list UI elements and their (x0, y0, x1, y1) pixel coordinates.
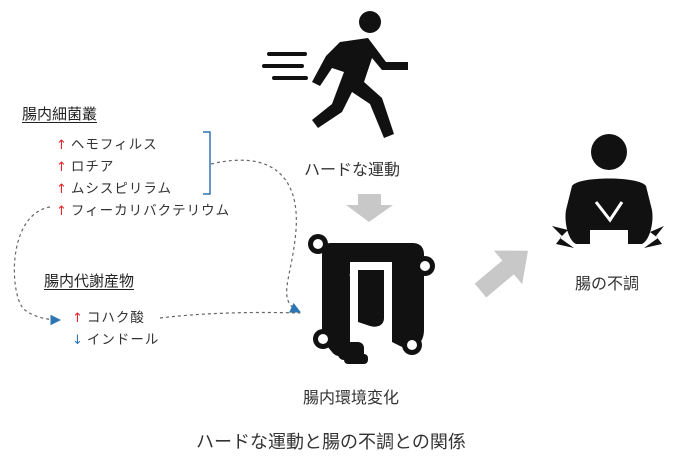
increase-arrow-icon: ↑ (56, 204, 68, 219)
increase-arrow-icon: ↑ (56, 138, 68, 153)
intestine-icon (308, 234, 435, 364)
runner-icon (262, 11, 408, 138)
flow-arrow-down (346, 194, 393, 222)
flow-arrow-diagonal (474, 250, 528, 298)
microbiota-bracket (203, 131, 211, 195)
microbiota-item: ↑ロチア (56, 159, 115, 175)
exercise-label: ハードな運動 (304, 160, 401, 179)
connector-microbiota-to-gut (210, 159, 301, 313)
microbiota-item: ↑フィーカリバクテリウム (56, 203, 231, 219)
metabolite-item: ↑コハク酸 (72, 310, 145, 326)
increase-arrow-icon: ↑ (56, 160, 68, 175)
microbiota-item: ↑ムシスピリラム (56, 181, 173, 197)
gut-disorder-label: 腸の不調 (575, 274, 640, 293)
figure-caption: ハードな運動と腸の不調との関係 (196, 432, 466, 453)
connector-metabolites-to-gut (159, 311, 301, 319)
microbiota-item: ↑ヘモフィルス (56, 137, 158, 153)
stomach-pain-person-icon (552, 134, 664, 248)
microbiota-heading: 腸内細菌叢 (22, 105, 98, 123)
gut-change-label: 腸内環境変化 (303, 388, 400, 407)
metabolite-item: ↓インドール (72, 332, 160, 348)
metabolites-heading: 腸内代謝産物 (44, 272, 135, 290)
increase-arrow-icon: ↑ (56, 182, 68, 197)
decrease-arrow-icon: ↓ (72, 333, 84, 348)
increase-arrow-icon: ↑ (72, 311, 84, 326)
connector-microbiota-to-metabolites (13, 206, 62, 326)
